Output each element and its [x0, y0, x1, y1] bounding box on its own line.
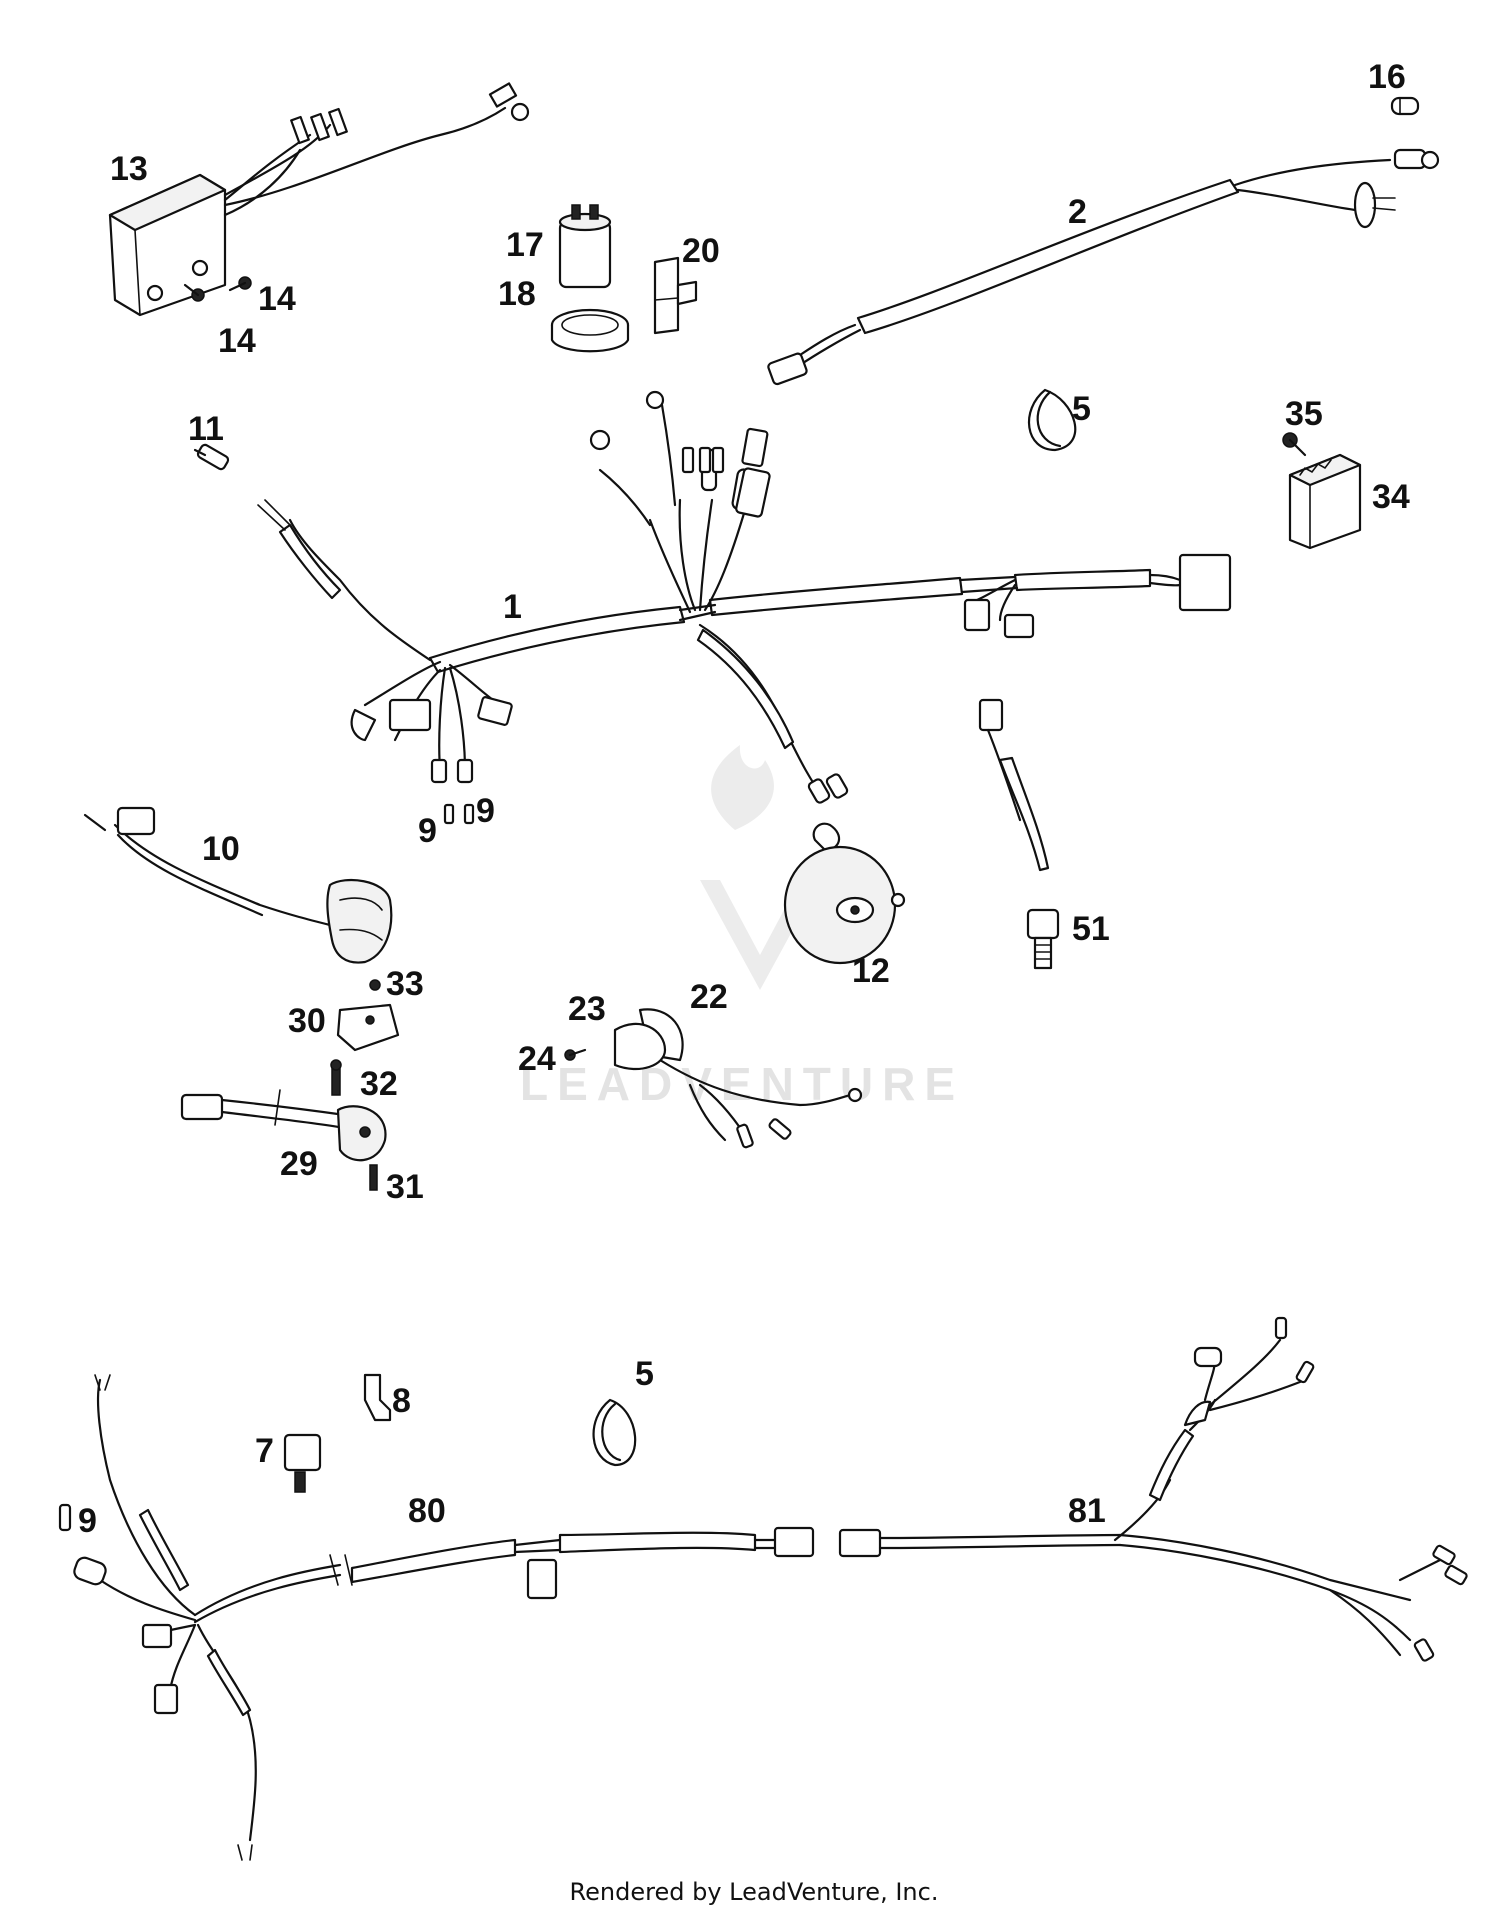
footer-credit: Rendered by LeadVenture, Inc. [570, 1878, 939, 1906]
harness-part-80 [73, 1374, 815, 1861]
callout-12: 12 [852, 952, 890, 990]
bracket-part-23 [613, 1022, 667, 1070]
callout-22: 22 [690, 978, 728, 1016]
relay-part-7 [283, 1433, 322, 1493]
callout-2: 2 [1068, 193, 1087, 231]
bracket-part-8 [363, 1373, 392, 1422]
cdi-unit-part-13 [108, 82, 530, 317]
screw-part-31 [369, 1164, 378, 1191]
capacitor-holder-part-18 [550, 308, 630, 353]
callout-14-a: 14 [258, 280, 296, 318]
screw-part-14-a [228, 276, 252, 292]
callout-5-lower: 5 [635, 1355, 654, 1393]
cover-part-30 [336, 1003, 400, 1052]
capacitor-part-17 [558, 204, 612, 289]
pressure-switch-part-51 [978, 698, 1060, 970]
callout-24: 24 [518, 1040, 556, 1078]
callout-9-a: 9 [418, 812, 437, 850]
callout-14-b: 14 [218, 322, 256, 360]
screw-part-24 [564, 1048, 587, 1061]
callout-29: 29 [280, 1145, 318, 1183]
callout-35: 35 [1285, 395, 1323, 433]
watermark-text: LEADVENTURE [520, 1058, 964, 1110]
callout-9-b: 9 [476, 792, 495, 830]
bracket-part-20 [653, 256, 698, 335]
callout-1: 1 [503, 588, 522, 626]
callout-33: 33 [386, 965, 424, 1003]
part-callouts: 13 14 14 17 18 20 16 2 5 35 34 11 1 9 9 … [78, 58, 1410, 1540]
clamp-part-5-upper [1027, 388, 1077, 452]
callout-16: 16 [1368, 58, 1406, 96]
callout-31: 31 [386, 1168, 424, 1206]
callout-13: 13 [110, 150, 148, 188]
terminal-part-9-a [443, 803, 475, 825]
callout-51: 51 [1072, 910, 1110, 948]
callout-18: 18 [498, 275, 536, 313]
bulb-part-16 [1390, 96, 1420, 116]
nut-part-33 [369, 979, 381, 991]
main-harness-part-1 [257, 390, 1232, 804]
harness-part-81 [838, 1316, 1468, 1662]
callout-81: 81 [1068, 1492, 1106, 1530]
callout-30: 30 [288, 1002, 326, 1040]
callout-23: 23 [568, 990, 606, 1028]
callout-5-upper: 5 [1072, 390, 1091, 428]
pickup-part-29 [180, 1089, 387, 1162]
callout-9-c: 9 [78, 1502, 97, 1540]
callout-10: 10 [202, 830, 240, 868]
callout-34: 34 [1372, 478, 1410, 516]
callout-17: 17 [506, 226, 544, 264]
callout-7: 7 [255, 1432, 274, 1470]
screw-part-35 [1282, 432, 1307, 457]
leadventure-watermark: LEADVENTURE [520, 745, 964, 1110]
callout-8: 8 [392, 1382, 411, 1420]
callout-20: 20 [682, 232, 720, 270]
clamp-part-5-lower [592, 1398, 637, 1467]
harness-part-2 [767, 148, 1440, 386]
regulator-part-34 [1288, 453, 1362, 550]
screw-part-32 [330, 1059, 342, 1096]
terminal-part-9-c [58, 1503, 72, 1532]
callout-11: 11 [188, 410, 224, 448]
sensor-part-11 [193, 443, 230, 471]
callout-32: 32 [360, 1065, 398, 1103]
callout-80: 80 [408, 1492, 446, 1530]
screw-part-14-b [183, 283, 205, 302]
horn-part-12 [783, 822, 906, 965]
switch-part-10 [83, 806, 393, 964]
